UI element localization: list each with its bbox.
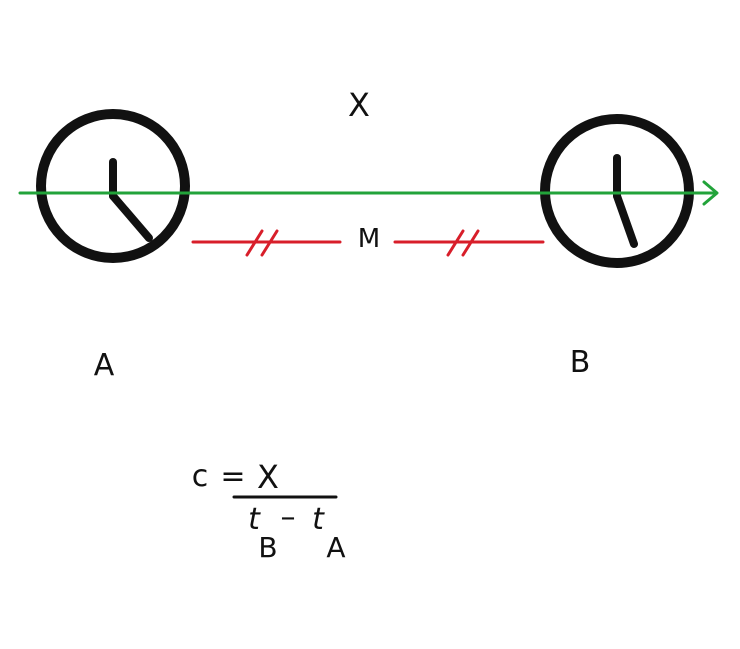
formula-sub-a: A — [326, 531, 345, 564]
axis-arrow-icon — [18, 180, 719, 206]
segment-a-m — [191, 229, 342, 257]
midpoint-label: M — [358, 224, 380, 254]
formula-lhs: c — [192, 459, 209, 494]
clock-a-icon — [36, 109, 190, 263]
segment-m-b — [393, 229, 545, 257]
formula-numerator: X — [257, 458, 279, 496]
tick-mark — [461, 229, 480, 257]
tick-mark — [446, 229, 465, 257]
tick-mark — [260, 229, 279, 257]
formula-t1: t — [248, 502, 261, 537]
clock-b-icon — [540, 114, 694, 268]
formula-minus: – — [281, 500, 296, 535]
formula: c = X t – t B A — [192, 458, 346, 564]
tick-mark — [245, 229, 264, 257]
formula-equals: = — [220, 459, 245, 494]
clock-b-label: B — [570, 345, 591, 380]
clock-a-label: A — [94, 348, 115, 383]
formula-t2: t — [312, 502, 325, 537]
distance-label: X — [348, 86, 370, 124]
formula-sub-b: B — [258, 531, 277, 564]
